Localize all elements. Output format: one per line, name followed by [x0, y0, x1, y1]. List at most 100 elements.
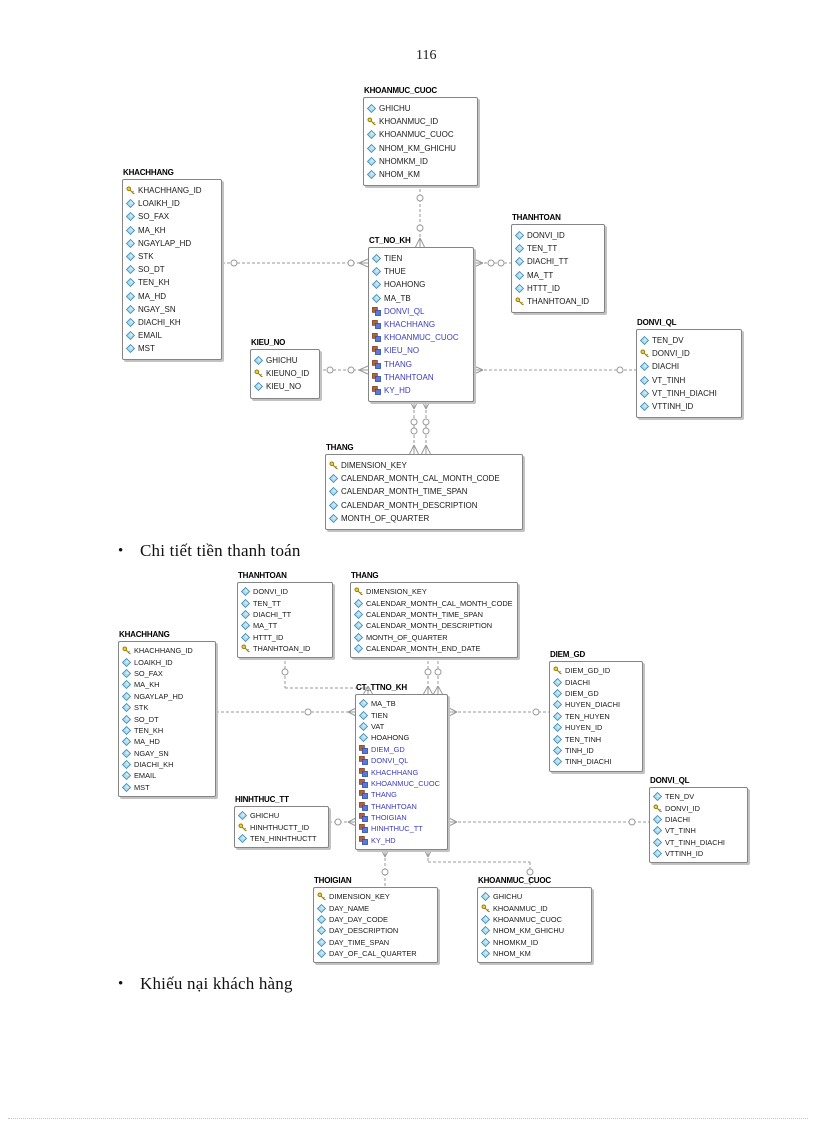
attribute-icon [254, 356, 263, 366]
entity-field: KHACHHANG_ID [122, 645, 212, 656]
entity-field: THANHTOAN [372, 371, 470, 384]
field-name: THANG [384, 359, 412, 369]
field-name: KHOANMUC_CUOC [379, 130, 454, 140]
field-name: KIEU_NO [266, 382, 302, 392]
field-name: SO_DT [134, 714, 159, 724]
primary-key-icon [367, 117, 376, 126]
attribute-icon [640, 375, 649, 385]
primary-key-icon [254, 369, 263, 378]
field-name: CALENDAR_MONTH_CAL_MONTH_CODE [366, 598, 513, 608]
foreign-key-icon [359, 835, 368, 845]
attribute-icon [653, 792, 662, 802]
entity-field: DAY_TIME_SPAN [317, 937, 434, 948]
entity-title: KHOANMUC_CUOC [478, 876, 551, 885]
entity-field: TEN_DV [653, 791, 744, 802]
entity-field: VT_TINH_DIACHI [653, 837, 744, 848]
entity-field: HUYEN_ID [553, 722, 639, 733]
attribute-icon [354, 621, 363, 631]
field-name: VAT [371, 721, 385, 731]
field-name: KY_HD [384, 385, 411, 395]
field-name: DIACHI [665, 814, 691, 824]
entity-field: NHOMKM_ID [367, 155, 474, 168]
attribute-icon [122, 737, 131, 747]
entity-title: HINHTHUC_TT [235, 795, 289, 804]
field-name: EMAIL [134, 771, 157, 781]
entity-field: GHICHU [238, 810, 325, 821]
field-name: CALENDAR_MONTH_TIME_SPAN [341, 487, 468, 497]
entity-field: DIMENSION_KEY [329, 459, 519, 472]
entity-field: MA_KH [126, 224, 218, 237]
entity-field: TIEN [359, 709, 444, 720]
bullet-dot: • [118, 543, 124, 559]
attribute-icon [367, 104, 376, 114]
field-name: VT_TINH [665, 826, 696, 836]
entity-field: TEN_TINH [553, 733, 639, 744]
attribute-icon [553, 711, 562, 721]
attribute-icon [515, 283, 524, 293]
attribute-icon [481, 914, 490, 924]
attribute-icon [317, 937, 326, 947]
entity-title: KHACHHANG [119, 630, 170, 639]
entity-field: TEN_KH [122, 725, 212, 736]
field-name: MONTH_OF_QUARTER [366, 632, 448, 642]
field-name: DONVI_QL [384, 306, 425, 316]
attribute-icon [329, 487, 338, 497]
field-name: SO_FAX [134, 668, 163, 678]
attribute-icon [367, 170, 376, 180]
field-name: DAY_DESCRIPTION [329, 926, 399, 936]
field-name: NHOM_KM_GHICHU [493, 926, 565, 936]
bullet-dot: • [118, 976, 124, 992]
entity-field: DAY_OF_CAL_QUARTER [317, 948, 434, 959]
entity-field: TINH_ID [553, 745, 639, 756]
entity-field: TEN_TT [515, 242, 601, 255]
field-name: NHOM_KM [379, 170, 420, 180]
entity-field: VT_TINH_DIACHI [640, 387, 738, 400]
primary-key-icon [329, 461, 338, 470]
field-name: SO_DT [138, 265, 165, 275]
attribute-icon [481, 937, 490, 947]
entity-field: KHACHHANG_ID [126, 184, 218, 197]
field-name: KIEU_NO [384, 346, 420, 356]
attribute-icon [329, 500, 338, 510]
entity-field: EMAIL [122, 770, 212, 781]
entity-title: DONVI_QL [650, 776, 690, 785]
attribute-icon [553, 700, 562, 710]
field-name: DONVI_ID [253, 587, 288, 597]
field-name: MA_KH [138, 225, 166, 235]
entity-field: STK [122, 702, 212, 713]
field-name: NHOM_KM_GHICHU [379, 143, 456, 153]
entity-field: DIACHI_KH [126, 316, 218, 329]
bullet-text: Chi tiết tiền thanh toán [140, 541, 301, 560]
field-name: LOAIKH_ID [138, 199, 180, 209]
field-name: KY_HD [371, 835, 396, 845]
field-name: THANHTOAN [371, 801, 417, 811]
entity-title: THANG [351, 571, 379, 580]
entity-field: SO_FAX [122, 668, 212, 679]
entity-field: DIEM_GD [553, 688, 639, 699]
entity-field: DIEM_GD_ID [553, 665, 639, 676]
attribute-icon [653, 837, 662, 847]
attribute-icon [367, 130, 376, 140]
field-name: STK [134, 703, 149, 713]
attribute-icon [241, 632, 250, 642]
entity-field: DONVI_QL [359, 755, 444, 766]
entity-field: VT_TINH [653, 825, 744, 836]
field-name: VT_TINH_DIACHI [665, 837, 725, 847]
field-name: HINHTHUCTT_ID [250, 822, 310, 832]
entity-field: NGAYLAP_HD [126, 237, 218, 250]
entity-field: THANHTOAN_ID [241, 643, 329, 654]
entity-field: NGAYLAP_HD [122, 691, 212, 702]
entity-field: THOIGIAN [359, 812, 444, 823]
attribute-icon [122, 748, 131, 758]
primary-key-icon [653, 804, 662, 813]
entity-title: DIEM_GD [550, 650, 586, 659]
field-name: HUYEN_ID [565, 723, 603, 733]
